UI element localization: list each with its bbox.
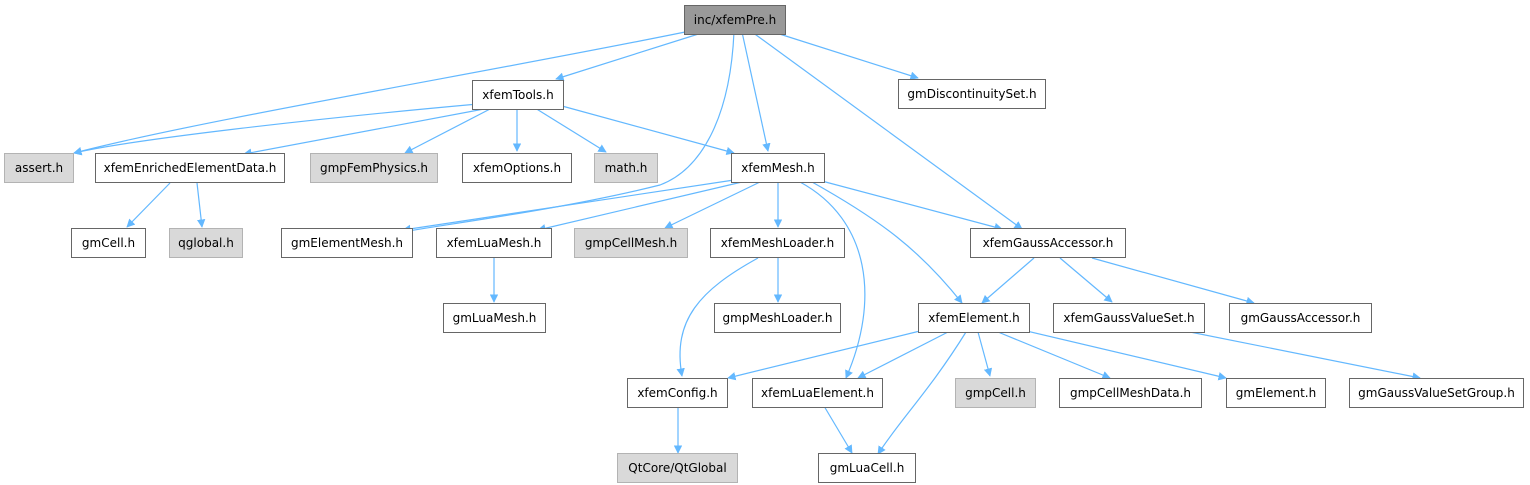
edge-xfemelement-to-gmpcell (977, 331, 993, 377)
node-xfemmesh[interactable]: xfemMesh.h (731, 153, 825, 183)
node-gmgaussvaluesetgroup[interactable]: gmGaussValueSetGroup.h (1349, 378, 1524, 408)
edge-root-to-xfemmesh (741, 31, 771, 152)
node-qglobal: qglobal.h (169, 228, 243, 258)
edge-meshloader-to-xfemconfig (676, 257, 759, 377)
node-gmgaussaccessor[interactable]: gmGaussAccessor.h (1229, 303, 1372, 333)
node-assert: assert.h (4, 153, 74, 183)
node-xfemelement[interactable]: xfemElement.h (918, 303, 1030, 333)
node-gmpfemphysics: gmpFemPhysics.h (310, 153, 438, 183)
edge-root-to-gmelementmesh (402, 31, 735, 235)
edge-xfemtools-to-assert (73, 103, 479, 156)
node-gmelementmesh[interactable]: gmElementMesh.h (281, 228, 413, 258)
node-gmdiscontinuityset[interactable]: gmDiscontinuitySet.h (898, 79, 1046, 109)
edge-root-to-xfemgaussaccessor (751, 31, 1023, 230)
node-inc-xfempre: inc/xfemPre.h (684, 5, 786, 35)
node-xfemoptions[interactable]: xfemOptions.h (462, 153, 572, 183)
node-xfemenrichedelementdata[interactable]: xfemEnrichedElementData.h (95, 153, 285, 183)
edge-xfemmesh-to-xfemluamesh (537, 181, 743, 233)
edge-xfemmesh-to-xfemluaelement (799, 181, 866, 379)
edge-xfemmesh-to-xfemelement (811, 181, 963, 304)
edge-xfemluaelement-to-gmluacell (823, 405, 853, 454)
node-qtcore-qtglobal: QtCore/QtGlobal (617, 453, 738, 483)
edge-xfemelement-to-gmpcellmeshdata (997, 331, 1111, 380)
edge-gaussvalueset-to-gaussvaluesetgroup (1179, 329, 1421, 381)
edge-gaussaccessor-to-xfemelement (981, 257, 1035, 304)
node-xfemmeshloader[interactable]: xfemMeshLoader.h (710, 228, 845, 258)
edge-root-to-xfemtools (555, 30, 709, 81)
node-xfemtools[interactable]: xfemTools.h (472, 80, 564, 110)
edge-enricheddata-to-gmcell (126, 182, 171, 228)
edge-xfemtools-to-math (534, 107, 607, 153)
node-gmpcellmeshdata[interactable]: gmpCellMeshData.h (1059, 378, 1202, 408)
node-xfemluamesh[interactable]: xfemLuaMesh.h (436, 228, 552, 258)
node-gmelement[interactable]: gmElement.h (1226, 378, 1326, 408)
edge-root-to-assert (73, 30, 691, 156)
edge-enricheddata-to-qglobal (196, 182, 206, 228)
node-gmpcellmesh: gmpCellMesh.h (574, 228, 688, 258)
node-math: math.h (594, 153, 658, 183)
edge-gaussaccessor-to-gaussvalueset (1059, 257, 1113, 303)
edge-root-to-gmdiscontinuityset (769, 30, 919, 80)
edge-xfemtools-to-xfemmesh (561, 105, 735, 156)
edge-xfemtools-to-enricheddata (243, 105, 501, 157)
edge-gaussaccessor-to-gmgaussaccessor (1091, 257, 1255, 306)
edge-xfemelement-to-gmluacell (877, 331, 967, 455)
edge-xfemmesh-to-gmpcellmesh (664, 181, 761, 229)
edge-xfemmesh-to-xfemgaussaccessor (817, 179, 1003, 232)
edge-xfemelement-to-xfemluaelement (857, 331, 949, 379)
node-gmpmeshloader[interactable]: gmpMeshLoader.h (714, 303, 841, 333)
edge-xfemelement-to-xfemconfig (727, 329, 925, 381)
node-xfemconfig[interactable]: xfemConfig.h (627, 378, 728, 408)
edge-xfemmesh-to-gmelementmesh (402, 179, 735, 234)
node-gmluacell[interactable]: gmLuaCell.h (818, 453, 916, 483)
edge-xfemelement-to-gmelement (1013, 327, 1227, 381)
node-xfemluaelement[interactable]: xfemLuaElement.h (752, 378, 883, 408)
node-xfemgaussvalueset[interactable]: xfemGaussValueSet.h (1053, 303, 1205, 333)
node-gmluamesh[interactable]: gmLuaMesh.h (443, 303, 546, 333)
node-xfemgaussaccessor[interactable]: xfemGaussAccessor.h (970, 228, 1126, 258)
node-gmpcell: gmpCell.h (955, 378, 1036, 408)
node-gmcell[interactable]: gmCell.h (71, 228, 146, 258)
edge-xfemtools-to-gmpfemphysics (404, 107, 493, 154)
